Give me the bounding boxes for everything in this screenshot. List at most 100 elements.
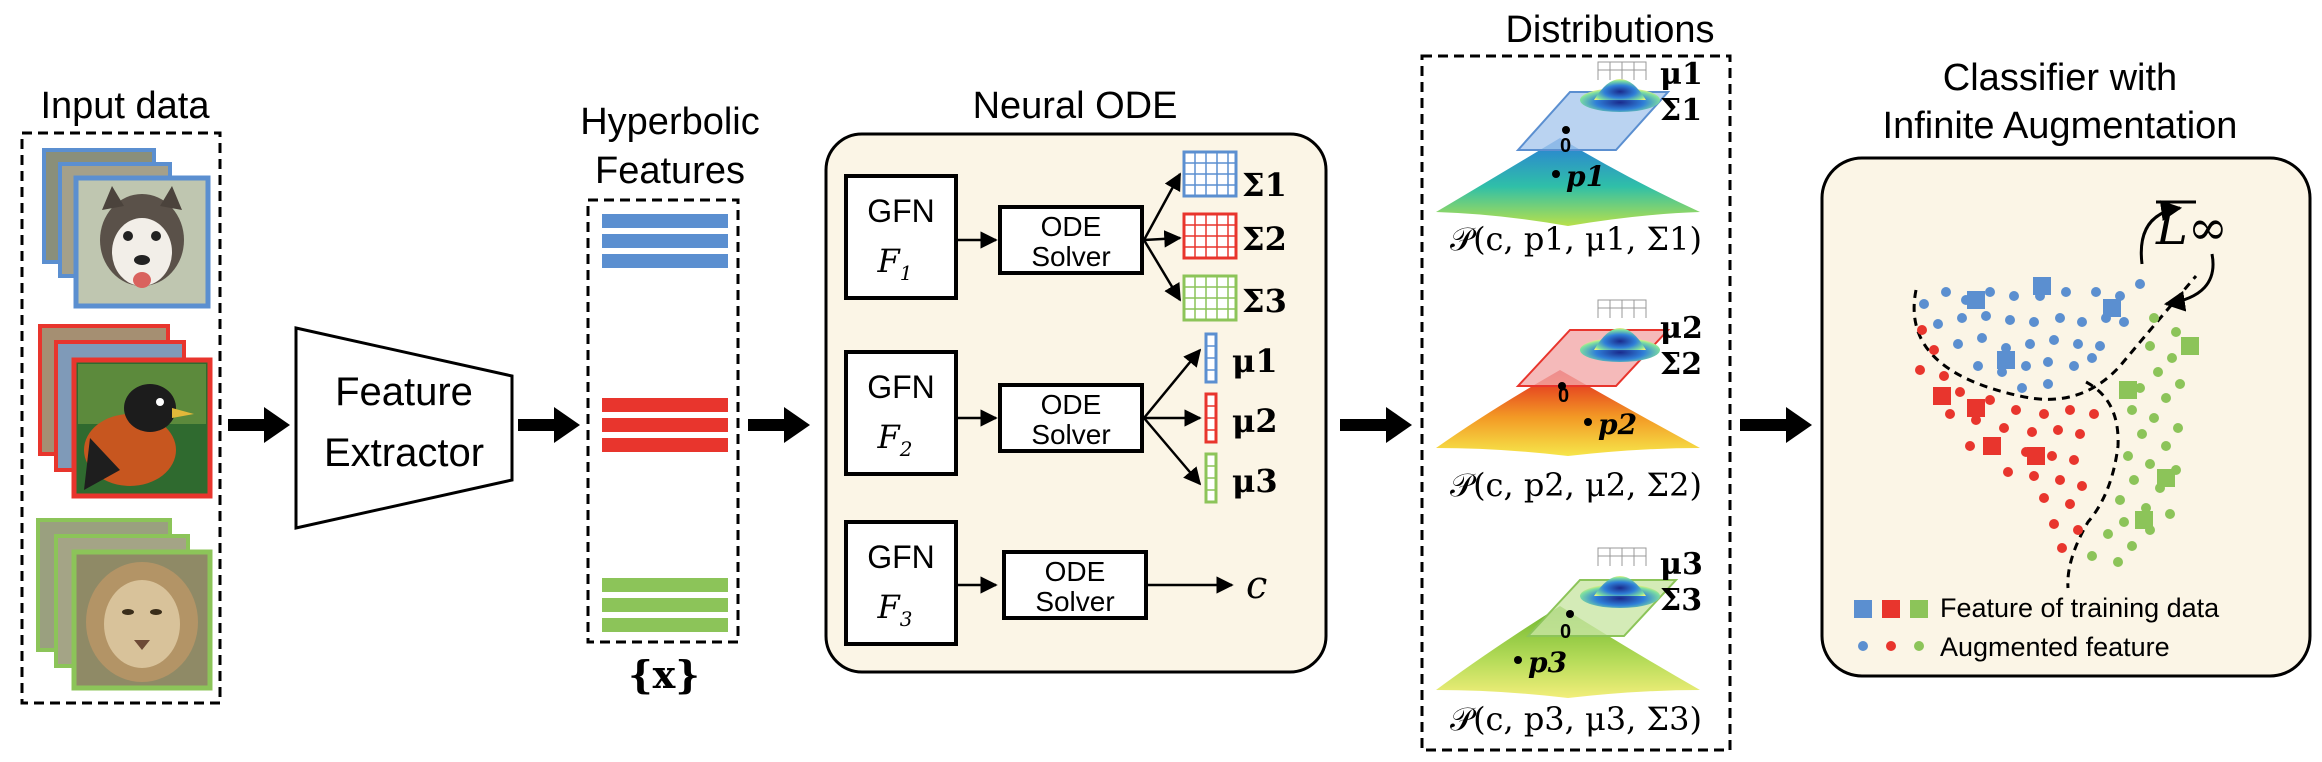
augmented-point-green [2087, 551, 2097, 561]
augmented-point-red [2027, 427, 2037, 437]
sigma-label-3: Σ3 [1242, 282, 1287, 320]
extractor-label-2: Extractor [324, 431, 484, 475]
training-point-green [2157, 469, 2175, 487]
augmented-point-blue [1933, 319, 1943, 329]
augmented-point-red [2003, 467, 2013, 477]
legend-square-green [1910, 600, 1928, 618]
augmented-point-blue [2073, 339, 2083, 349]
augmented-point-red [2073, 525, 2083, 535]
augmented-point-blue [2021, 361, 2031, 371]
augmented-point-green [2173, 423, 2183, 433]
dist-mu-3: μ3 [1660, 547, 1703, 582]
training-point-green [2135, 511, 2153, 529]
augmented-point-blue [1981, 311, 1991, 321]
augmented-point-blue [1997, 367, 2007, 377]
augmented-point-red [1971, 415, 1981, 425]
legend-square-red [1882, 600, 1900, 618]
augmented-point-blue [2115, 291, 2125, 301]
augmented-point-blue [2005, 315, 2015, 325]
augmented-point-red [2039, 493, 2049, 503]
dist-sigma-2: Σ2 [1660, 347, 1702, 382]
classifier-title-2: Infinite Augmentation [1883, 105, 2238, 147]
ode-title: Neural ODE [973, 85, 1178, 127]
augmented-point-green [2115, 495, 2125, 505]
augmented-point-blue [2119, 317, 2129, 327]
gfn-label-3: GFN [867, 539, 935, 575]
augmented-point-green [2149, 413, 2159, 423]
manifold-surface-2 [1436, 370, 1700, 456]
augmented-point-blue [1973, 361, 1983, 371]
training-point-blue [1997, 351, 2015, 369]
gfn-label-2: GFN [867, 369, 935, 405]
augmented-point-green [2135, 383, 2145, 393]
augmented-point-green [2161, 393, 2171, 403]
training-point-red [1967, 399, 1985, 417]
bird-image-stack [38, 324, 213, 499]
augmented-point-blue [2095, 341, 2105, 351]
sigma-grid-green [1182, 274, 1238, 322]
augmented-point-red [2029, 471, 2039, 481]
augmented-point-red [1945, 409, 1955, 419]
augmented-point-blue [2087, 353, 2097, 363]
augmented-point-green [2171, 327, 2181, 337]
arrow-features-to-ode [748, 407, 810, 443]
sigma-grid-blue [1182, 150, 1238, 198]
solver-label-1b: Solver [1031, 241, 1110, 272]
augmented-point-blue [2029, 317, 2039, 327]
augmented-point-red [2055, 475, 2065, 485]
distribution-1: μ1 Σ1 0 p1 𝒫(c, p1, μ1, Σ1) [1436, 57, 1703, 258]
augmented-point-blue [1953, 339, 1963, 349]
extractor-label-1: Feature [335, 370, 473, 414]
decision-boundary-2 [2066, 380, 2120, 589]
augmented-point-red [2057, 543, 2067, 553]
training-point-blue [1967, 291, 1985, 309]
augmented-point-blue [2077, 317, 2087, 327]
ode-solver-box-2 [998, 383, 1144, 453]
augmented-point-red [1965, 441, 1975, 451]
augmented-point-red [2075, 429, 2085, 439]
mu-vector-green [1204, 452, 1218, 504]
augmented-point-blue [1919, 299, 1929, 309]
augmented-point-red [1985, 395, 1995, 405]
mu-label-2: μ2 [1232, 402, 1278, 440]
augmented-point-red [2065, 499, 2075, 509]
augmented-point-green [2119, 517, 2129, 527]
arrow-input-to-extractor [228, 407, 290, 443]
augmented-point-red [2039, 409, 2049, 419]
f-label-3: F3 [877, 588, 913, 631]
input-box [20, 131, 222, 705]
loss-label: L∞ [2155, 200, 2228, 256]
augmented-point-blue [2091, 287, 2101, 297]
feature-extractor [294, 326, 514, 530]
legend-augmented-label: Augmented feature [1940, 632, 2170, 662]
classifier-title-1: Classifier with [1943, 57, 2177, 99]
augmented-point-blue [2017, 383, 2027, 393]
f-label-1: F1 [877, 242, 913, 285]
f-label-2: F2 [877, 418, 913, 461]
dist-origin-1: 0 [1560, 135, 1571, 157]
sigma-label-2: Σ2 [1242, 220, 1287, 258]
augmented-point-blue [1977, 333, 1987, 343]
gfn-box-3 [844, 520, 958, 646]
solver-label-2b: Solver [1031, 419, 1110, 450]
augmented-point-green [2145, 341, 2155, 351]
augmented-point-blue [1941, 287, 1951, 297]
sigma-label-1: Σ1 [1242, 166, 1287, 204]
solver-label-1a: ODE [1041, 211, 1102, 242]
augmented-point-red [2065, 405, 2075, 415]
augmented-point-blue [2061, 287, 2071, 297]
distributions-box [1420, 54, 1732, 752]
distributions-title: Distributions [1505, 9, 1714, 51]
augmented-point-red [1929, 345, 1939, 355]
training-point-green [2181, 337, 2199, 355]
features-caption: {x} [628, 652, 700, 697]
mu-vector-blue [1204, 332, 1218, 384]
training-point-red [1933, 387, 1951, 405]
augmented-point-green [2129, 475, 2139, 485]
augmented-point-red [2089, 409, 2099, 419]
solver-label-3b: Solver [1035, 586, 1114, 617]
augmented-point-green [2149, 313, 2159, 323]
augmented-point-red [1917, 325, 1927, 335]
training-point-red [1983, 437, 2001, 455]
